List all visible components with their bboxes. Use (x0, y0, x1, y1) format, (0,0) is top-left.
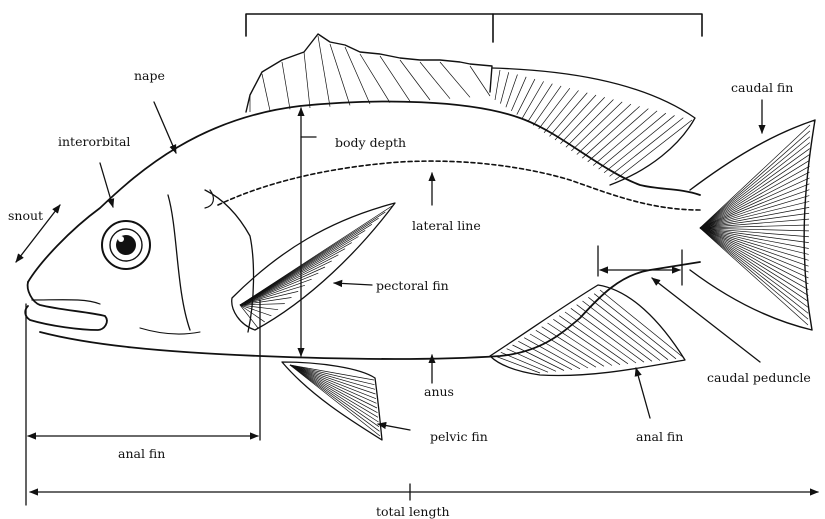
label-nape: nape (134, 68, 165, 83)
label-caudal-peduncle: caudal peduncle (707, 370, 811, 385)
label-body-depth: body depth (335, 135, 406, 150)
label-interorbital: interorbital (58, 134, 130, 149)
dorsal-fin-soft (492, 68, 695, 185)
label-total-length: total length (376, 504, 450, 519)
label-pectoral-fin: pectoral fin (376, 278, 449, 293)
pelvic-fin (282, 362, 382, 440)
label-caudal-fin: caudal fin (731, 80, 793, 95)
pectoral-fin (232, 203, 395, 330)
lateral-line (218, 161, 700, 210)
label-anus: anus (424, 384, 454, 399)
eye (102, 221, 150, 269)
label-lateral-line: lateral line (412, 218, 481, 233)
label-pelvic-fin: pelvic fin (430, 429, 488, 444)
dorsal-fin-spiny (246, 34, 492, 112)
label-anal-fin-right: anal fin (636, 429, 683, 444)
anal-fin (490, 285, 685, 376)
label-snout: snout (8, 208, 43, 223)
labels: nape interorbital snout body depth later… (8, 68, 811, 519)
caudal-fin (690, 120, 815, 330)
label-anal-fin-left: anal fin (118, 446, 165, 461)
